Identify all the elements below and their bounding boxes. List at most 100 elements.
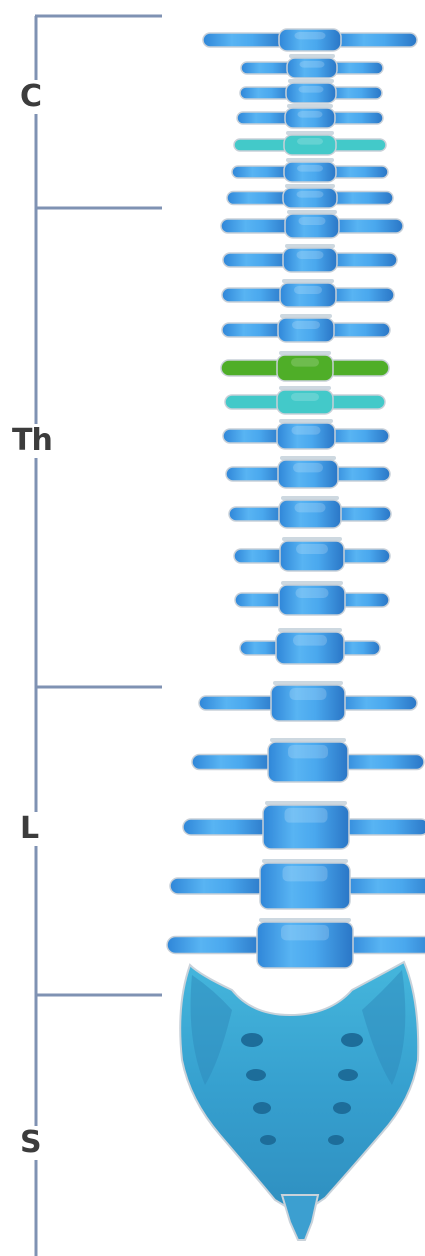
bone-sheen xyxy=(298,111,323,118)
vertebra xyxy=(192,738,424,782)
transverse-process-left xyxy=(192,755,274,770)
transverse-process-left xyxy=(234,139,290,151)
bone-sheen xyxy=(297,251,324,259)
region-label-cervical: C xyxy=(20,80,50,114)
vertebra xyxy=(203,29,417,51)
transverse-process-left xyxy=(183,819,269,835)
transverse-process-right xyxy=(331,192,393,205)
transverse-process-right xyxy=(344,878,425,894)
transverse-process-right xyxy=(347,937,425,954)
vertebra xyxy=(183,801,425,849)
sacral-foramen xyxy=(253,1102,271,1114)
bone-sheen xyxy=(295,503,326,512)
transverse-process-right xyxy=(329,112,383,124)
vertebra xyxy=(241,54,383,78)
vertebra xyxy=(170,859,425,909)
transverse-process-right xyxy=(327,360,389,376)
transverse-process-right xyxy=(331,253,397,267)
sacral-foramen xyxy=(328,1135,344,1145)
bone-sheen xyxy=(291,358,319,367)
transverse-process-left xyxy=(225,395,283,409)
transverse-process-left xyxy=(221,219,291,233)
transverse-process-right xyxy=(335,33,417,47)
transverse-process-left xyxy=(223,253,289,267)
bone-sheen xyxy=(293,463,323,472)
bone-sheen xyxy=(297,138,323,145)
vertebra xyxy=(222,314,390,342)
bone-sheen xyxy=(283,866,328,881)
transverse-process-right xyxy=(343,819,425,835)
vertebra xyxy=(221,351,389,381)
transverse-process-left xyxy=(234,549,286,563)
bone-sheen xyxy=(288,745,328,758)
region-label-sacral: S xyxy=(20,1126,50,1160)
vertebra xyxy=(167,918,425,968)
bone-sheen xyxy=(300,61,325,68)
bone-sheen xyxy=(285,808,328,823)
transverse-process-right xyxy=(330,139,386,151)
bone-sheen xyxy=(291,393,319,401)
bone-sheen xyxy=(295,32,326,39)
vertebra xyxy=(222,279,394,307)
transverse-process-right xyxy=(342,755,424,770)
sacral-foramen xyxy=(338,1069,358,1081)
bone-sheen xyxy=(290,688,327,700)
transverse-process-left xyxy=(222,288,286,302)
bone-sheen xyxy=(292,321,320,329)
sacral-foramen xyxy=(241,1033,263,1047)
sacral-foramen xyxy=(333,1102,351,1114)
transverse-process-right xyxy=(339,593,389,607)
vertebra xyxy=(225,386,385,414)
transverse-process-right xyxy=(335,507,391,521)
transverse-process-right xyxy=(333,219,403,233)
coccyx xyxy=(282,1195,318,1240)
bone-sheen xyxy=(292,426,321,435)
transverse-process-left xyxy=(221,360,283,376)
bone-sheen xyxy=(294,286,322,294)
transverse-process-right xyxy=(329,429,389,443)
vertebra xyxy=(221,210,403,238)
sacrum xyxy=(180,962,418,1240)
sacral-foramen xyxy=(341,1033,363,1047)
bone-sheen xyxy=(281,925,329,940)
transverse-process-left xyxy=(227,192,289,205)
spine-illustration xyxy=(167,29,425,968)
bone-sheen xyxy=(293,635,327,646)
vertebra xyxy=(234,537,390,571)
bone-sheen xyxy=(299,217,326,225)
vertebra xyxy=(223,419,389,449)
transverse-process-right xyxy=(332,467,390,481)
transverse-process-right xyxy=(331,62,383,74)
vertebra xyxy=(226,456,390,488)
transverse-process-right xyxy=(338,549,390,563)
transverse-process-left xyxy=(170,878,266,894)
sacral-foramen xyxy=(260,1135,276,1145)
transverse-process-left xyxy=(226,467,284,481)
vertebra xyxy=(229,496,391,528)
bone-sheen xyxy=(299,86,324,93)
vertebra xyxy=(223,244,397,272)
vertebra xyxy=(227,184,393,208)
bone-sheen xyxy=(297,165,323,172)
bone-sheen xyxy=(296,544,328,554)
vertebra xyxy=(235,581,389,615)
region-bracket xyxy=(35,16,162,1256)
vertebra xyxy=(240,628,380,664)
vertebra xyxy=(232,158,388,182)
sacral-foramen xyxy=(246,1069,266,1081)
transverse-process-right xyxy=(330,166,388,178)
region-label-lumbar: L xyxy=(20,812,50,846)
transverse-process-right xyxy=(328,323,390,337)
vertebra xyxy=(237,104,383,128)
transverse-process-right xyxy=(327,395,385,409)
transverse-process-left xyxy=(229,507,285,521)
transverse-process-left xyxy=(199,696,277,710)
transverse-process-left xyxy=(237,112,291,124)
transverse-process-left xyxy=(232,166,290,178)
region-label-thoracic: Th xyxy=(12,424,60,458)
vertebra xyxy=(240,79,382,103)
transverse-process-left xyxy=(167,937,263,954)
transverse-process-left xyxy=(222,323,284,337)
transverse-process-right xyxy=(339,696,417,710)
